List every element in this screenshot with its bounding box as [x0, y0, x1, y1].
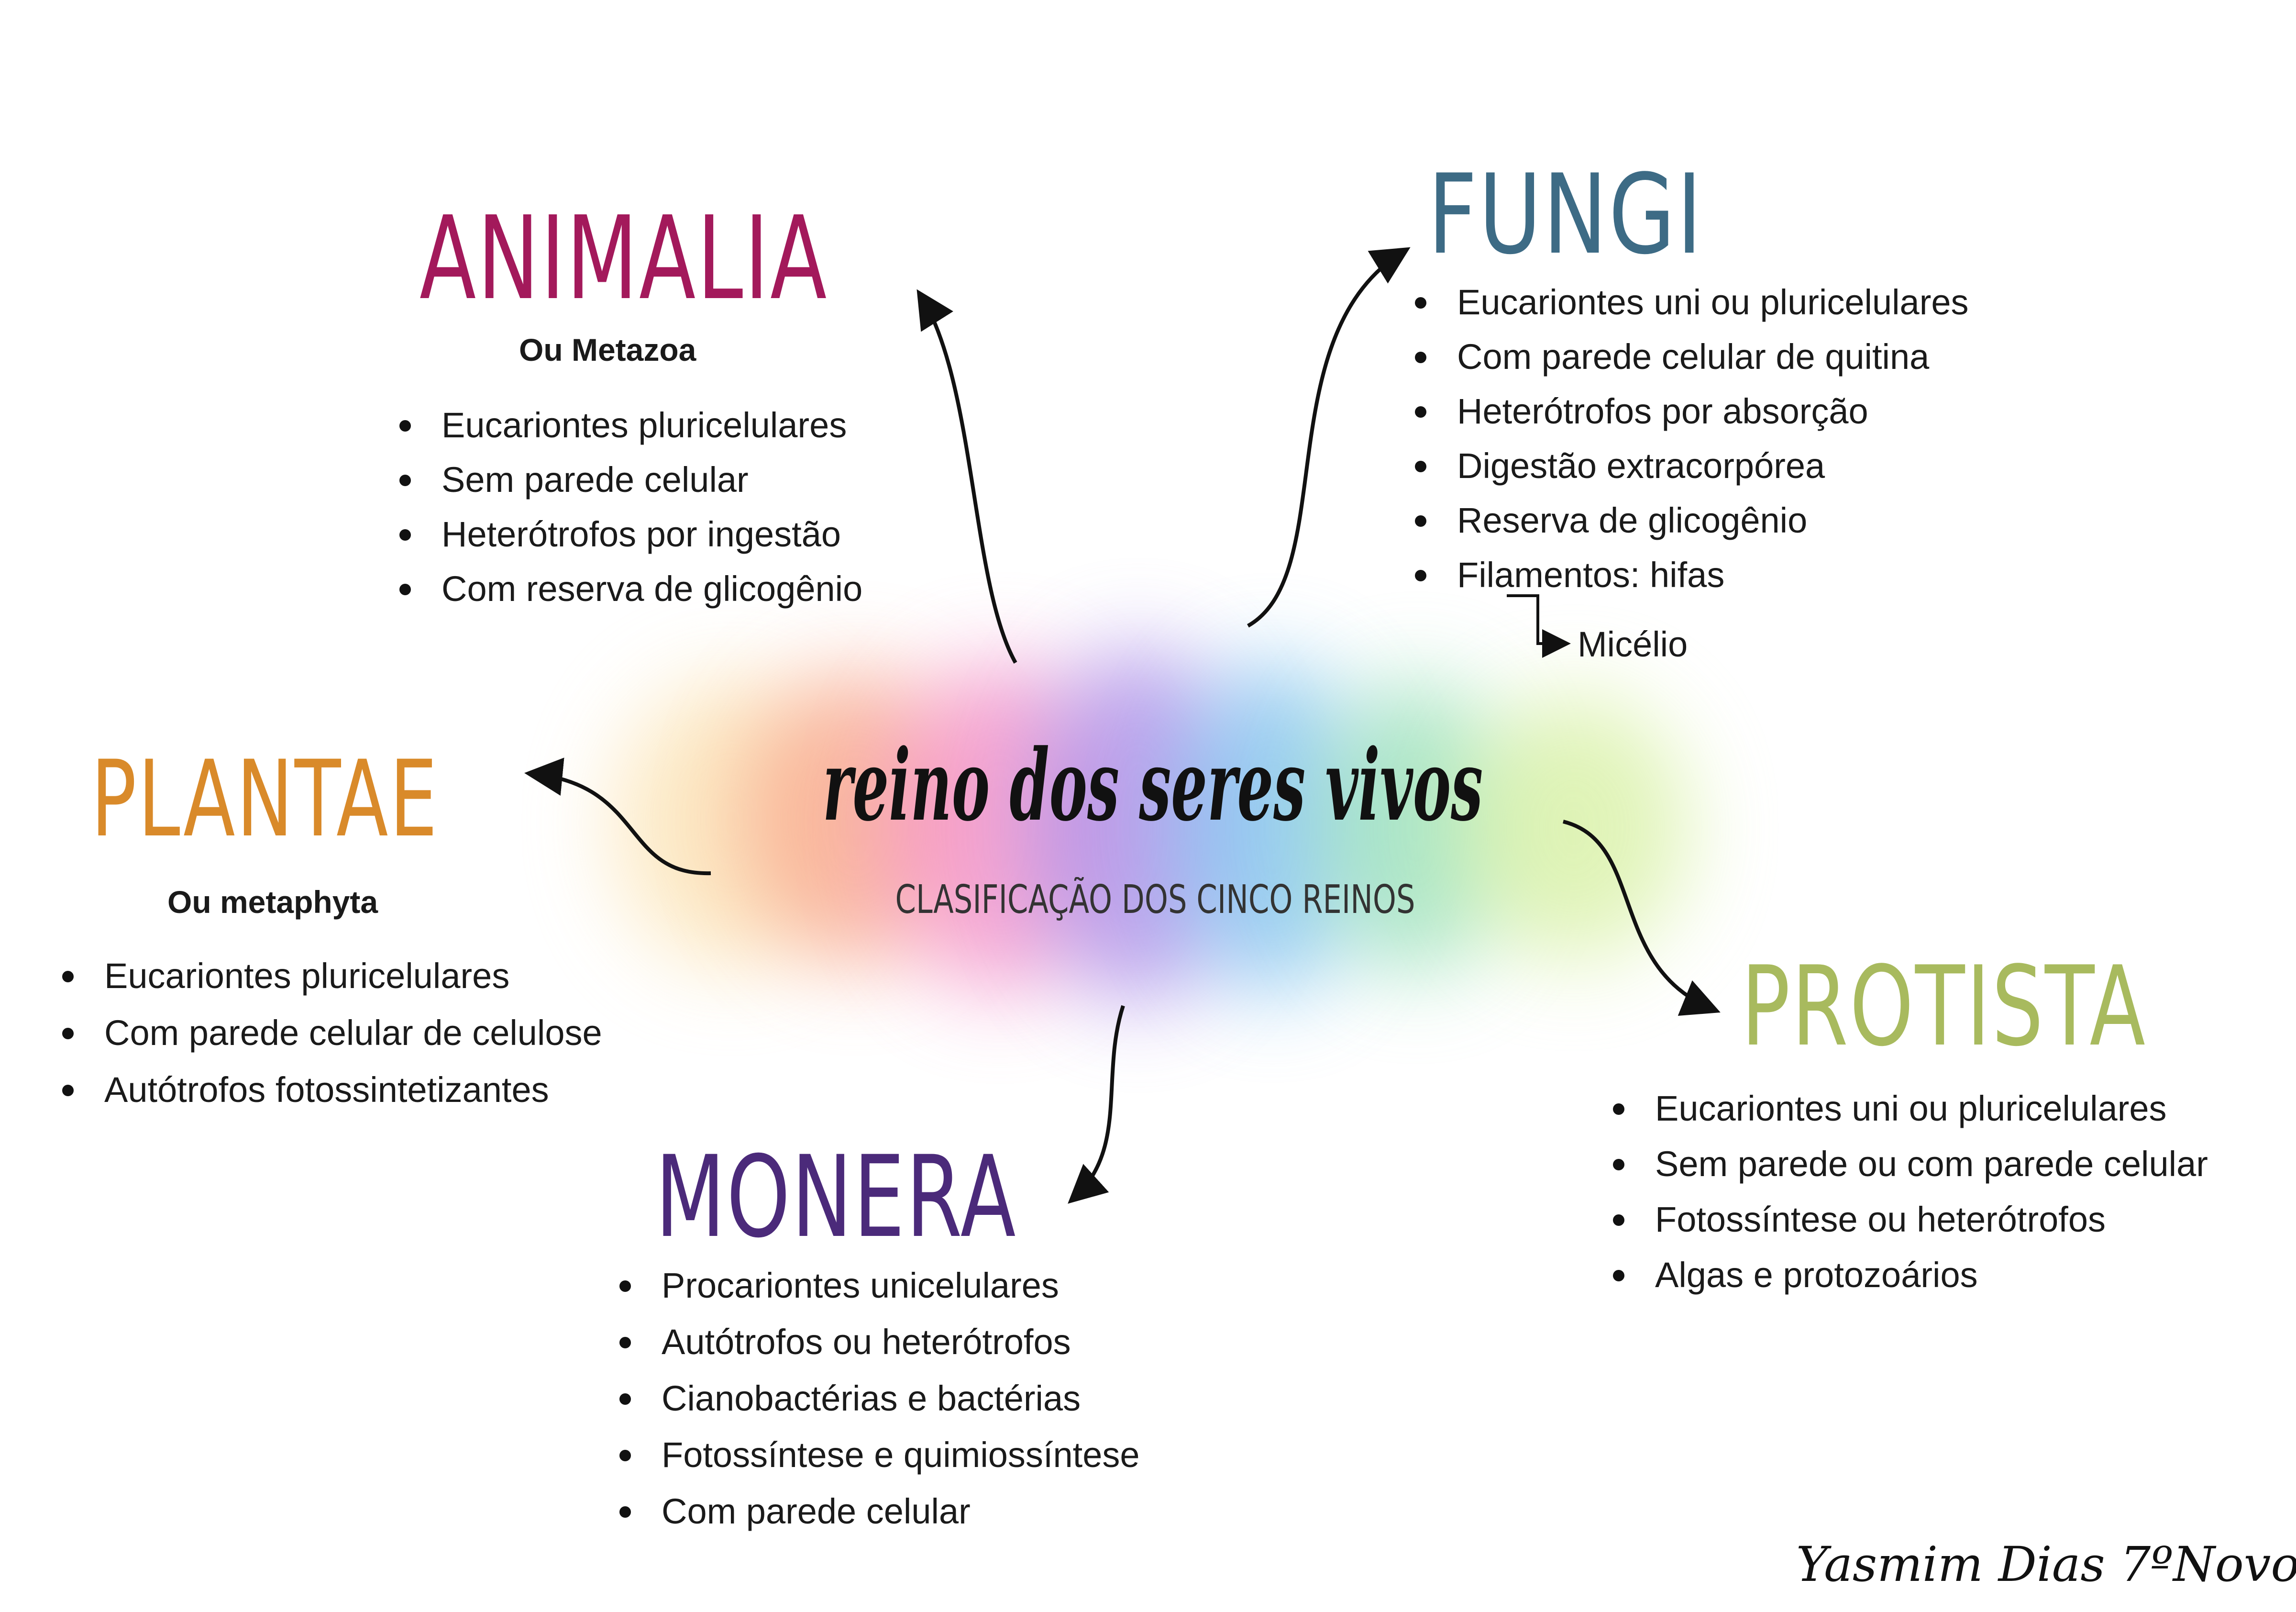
center-subtitle: CLASIFICAÇÃO DOS CINCO REINOS	[895, 877, 1415, 923]
list-item: Autótrofos ou heterótrofos	[619, 1324, 1140, 1360]
plantae-title: PLANTAE	[91, 738, 439, 860]
list-item: Autótrofos fotossintetizantes	[62, 1072, 602, 1108]
micelio-bracket-arrow	[1507, 594, 1571, 658]
list-item: Filamentos: hifas	[1415, 557, 1969, 593]
fungi-title: FUNGI	[1428, 151, 1704, 279]
list-item: Eucariontes pluricelulares	[62, 958, 602, 994]
author-signature: Yasmim Dias 7ºNovotec	[1796, 1536, 2296, 1592]
list-item: Eucariontes uni ou pluricelulares	[1415, 285, 1969, 320]
list-item: Heterótrofos por absorção	[1415, 394, 1969, 429]
animalia-subtitle: Ou Metazoa	[519, 332, 696, 367]
list-item: Reserva de glicogênio	[1415, 503, 1969, 538]
monera-title: MONERA	[655, 1132, 1017, 1263]
protista-list: Eucariontes uni ou pluricelulares Sem pa…	[1613, 1091, 2208, 1293]
animalia-list: Eucariontes pluricelulares Sem parede ce…	[399, 408, 862, 607]
list-item: Fotossíntese ou heterótrofos	[1613, 1202, 2208, 1237]
list-item: Com reserva de glicogênio	[399, 571, 862, 607]
arrow-to-protista	[1563, 820, 1721, 1016]
list-item: Procariontes unicelulares	[619, 1268, 1140, 1303]
plantae-list: Eucariontes pluricelulares Com parede ce…	[62, 958, 602, 1108]
center-title: reino dos seres vivos	[822, 728, 1483, 843]
arrow-to-animalia	[916, 289, 1017, 664]
list-item: Fotossíntese e quimiossíntese	[619, 1437, 1140, 1473]
list-item: Eucariontes uni ou pluricelulares	[1613, 1091, 2208, 1126]
list-item: Com parede celular de celulose	[62, 1015, 602, 1051]
fungi-list: Eucariontes uni ou pluricelulares Com pa…	[1415, 285, 1969, 593]
list-item: Sem parede celular	[399, 462, 862, 498]
list-item: Heterótrofos por ingestão	[399, 517, 862, 552]
plantae-subtitle: Ou metaphyta	[167, 884, 378, 920]
list-item: Com parede celular de quitina	[1415, 339, 1969, 375]
fungi-sub-item: Micélio	[1578, 624, 1688, 664]
list-item: Sem parede ou com parede celular	[1613, 1146, 2208, 1182]
list-item: Cianobactérias e bactérias	[619, 1381, 1140, 1416]
animalia-title: ANIMALIA	[419, 191, 828, 325]
list-item: Com parede celular	[619, 1494, 1140, 1529]
list-item: Digestão extracorpórea	[1415, 448, 1969, 484]
list-item: Eucariontes pluricelulares	[399, 408, 862, 443]
monera-list: Procariontes unicelulares Autótrofos ou …	[619, 1268, 1140, 1529]
arrow-to-plantae	[524, 757, 711, 876]
arrow-to-fungi	[1247, 247, 1411, 628]
list-item: Algas e protozoários	[1613, 1257, 2208, 1293]
arrow-to-monera	[1068, 1005, 1125, 1204]
protista-title: PROTISTA	[1741, 943, 2147, 1071]
